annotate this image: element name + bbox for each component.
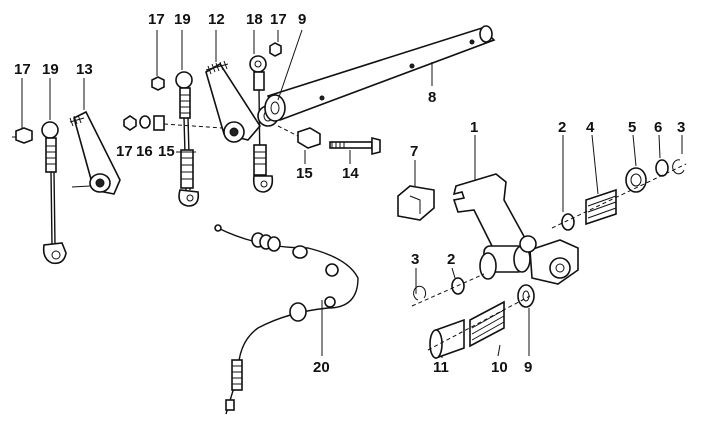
label-16: 16 <box>136 143 153 160</box>
center-rod-assembly <box>123 42 381 207</box>
label-9: 9 <box>298 11 306 28</box>
label-6: 6 <box>654 119 662 136</box>
label-17: 17 <box>116 143 133 160</box>
shaft-8 <box>264 25 496 122</box>
label-2: 2 <box>447 251 455 268</box>
label-20: 20 <box>313 359 330 376</box>
label-3: 3 <box>411 251 419 268</box>
label-10: 10 <box>491 359 508 376</box>
label-19: 19 <box>42 61 59 78</box>
label-7: 7 <box>410 143 418 160</box>
label-4: 4 <box>586 119 595 136</box>
left-rod-assembly <box>12 110 121 265</box>
label-14: 14 <box>342 165 359 182</box>
label-17: 17 <box>14 61 31 78</box>
label-2: 2 <box>558 119 566 136</box>
label-19: 19 <box>174 11 191 28</box>
label-9: 9 <box>524 359 532 376</box>
label-5: 5 <box>628 119 636 136</box>
right-bracket-assembly <box>397 159 687 360</box>
label-18: 18 <box>246 11 263 28</box>
label-15: 15 <box>158 143 175 160</box>
label-13: 13 <box>76 61 93 78</box>
label-12: 12 <box>208 11 225 28</box>
label-3: 3 <box>677 119 685 136</box>
cable-20 <box>214 224 359 415</box>
label-15: 15 <box>296 165 313 182</box>
label-11: 11 <box>433 359 449 376</box>
part-labels: 17 19 13 17 19 12 18 17 9 8 17 16 15 15 … <box>14 11 685 376</box>
label-1: 1 <box>470 119 478 136</box>
leader-lines <box>21 29 683 358</box>
label-17: 17 <box>148 11 165 28</box>
label-17: 17 <box>270 11 287 28</box>
label-8: 8 <box>428 89 436 106</box>
